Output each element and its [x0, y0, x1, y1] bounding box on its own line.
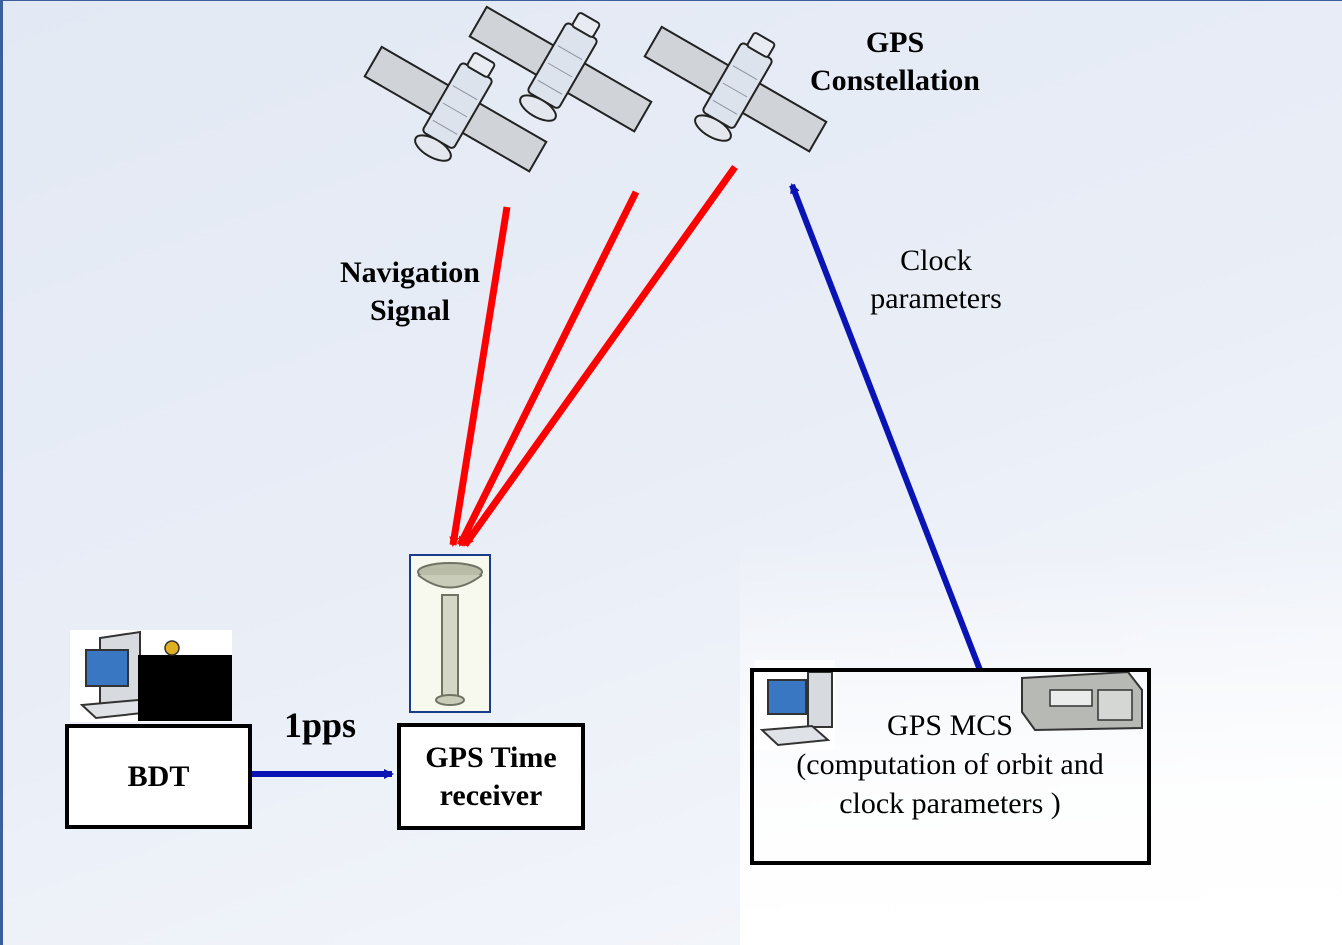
navigation-signal-arrow	[456, 190, 640, 547]
computer-icon	[755, 660, 835, 750]
antenna-icon	[409, 554, 491, 713]
gps-mcs-box	[750, 668, 1151, 865]
navigation-signal-arrow	[462, 164, 738, 548]
instrument-icon	[1021, 670, 1143, 732]
gps-mcs-label: GPS MCS (computation of orbit and clock …	[796, 709, 1104, 820]
bdt-box: BDT	[65, 724, 252, 829]
pps-label: 1pps	[283, 705, 357, 745]
background-highlight	[740, 540, 1342, 945]
navigation-signal-label: Navigation Signal	[339, 256, 480, 327]
receiver-label-line: receiver	[439, 778, 543, 812]
computer-icon	[70, 630, 232, 722]
bdt-label: BDT	[127, 759, 190, 793]
gps-time-receiver-box: GPS Time receiver	[397, 723, 585, 830]
clock-parameters-label: Clock parameters	[870, 244, 1002, 315]
clock-parameters-arrow	[789, 183, 983, 672]
receiver-label-line: GPS Time	[425, 741, 557, 774]
constellation-label: GPS Constellation	[809, 26, 980, 97]
navigation-signal-arrow	[449, 206, 511, 547]
